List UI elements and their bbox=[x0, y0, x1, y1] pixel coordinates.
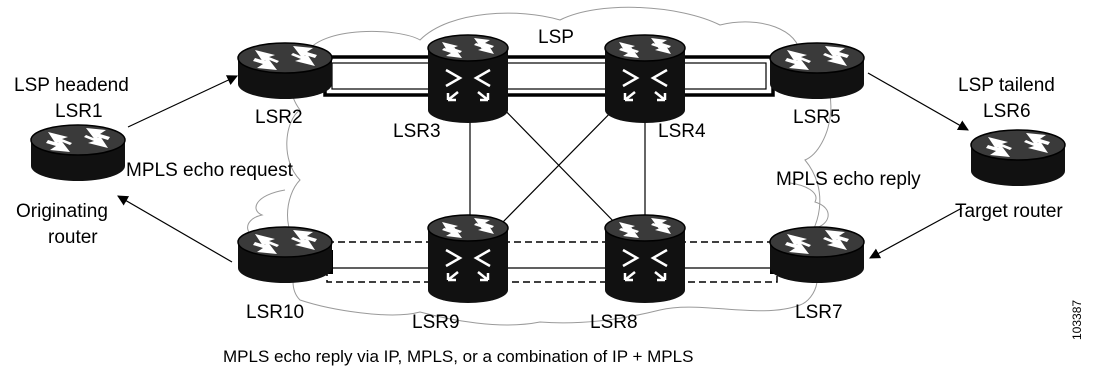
router-icon-lsr1 bbox=[30, 124, 126, 182]
lsp-tunnel-inner bbox=[331, 62, 767, 90]
lsr3-label: LSR3 bbox=[393, 121, 441, 142]
lsr6-label: LSR6 bbox=[983, 101, 1031, 122]
router-icon-lsr7 bbox=[769, 226, 865, 284]
lsp-headend-label: LSP headend bbox=[14, 75, 129, 96]
diagram-caption: MPLS echo reply via IP, MPLS, or a combi… bbox=[223, 347, 693, 366]
switch-icon-lsr3 bbox=[426, 33, 510, 125]
originating-label-line1: Originating bbox=[16, 201, 108, 222]
lsr2-label: LSR2 bbox=[255, 107, 303, 128]
lsr9-label: LSR9 bbox=[412, 312, 460, 333]
direction-arrows bbox=[117, 72, 969, 263]
router-icon-lsr10 bbox=[237, 226, 333, 284]
switch-icon-lsr8 bbox=[603, 213, 687, 305]
lsr1-label: LSR1 bbox=[55, 101, 103, 122]
lsp-tailend-label: LSP tailend bbox=[958, 75, 1055, 96]
originating-label-line2: router bbox=[48, 227, 98, 248]
lsr5-label: LSR5 bbox=[793, 107, 841, 128]
lsr4-label: LSR4 bbox=[658, 121, 706, 142]
mpls-echo-request-label: MPLS echo request bbox=[126, 160, 294, 181]
switch-icon-lsr4 bbox=[603, 33, 687, 125]
router-icon-lsr5 bbox=[769, 42, 865, 100]
lsr8-label: LSR8 bbox=[590, 312, 638, 333]
cloud-loop-right bbox=[789, 182, 829, 229]
router-icon-lsr6 bbox=[970, 129, 1066, 187]
router-icon-lsr2 bbox=[237, 42, 333, 100]
lsr10-label: LSR10 bbox=[246, 302, 304, 323]
target-router-label: Target router bbox=[955, 201, 1063, 222]
lsp-label: LSP bbox=[538, 27, 574, 48]
mpls-echo-reply-label: MPLS echo reply bbox=[776, 169, 921, 190]
switch-icon-lsr9 bbox=[426, 213, 510, 305]
lsr7-label: LSR7 bbox=[795, 302, 843, 323]
reply-tunnel-dashed bbox=[326, 241, 778, 283]
figure-id: 103387 bbox=[1070, 300, 1084, 340]
